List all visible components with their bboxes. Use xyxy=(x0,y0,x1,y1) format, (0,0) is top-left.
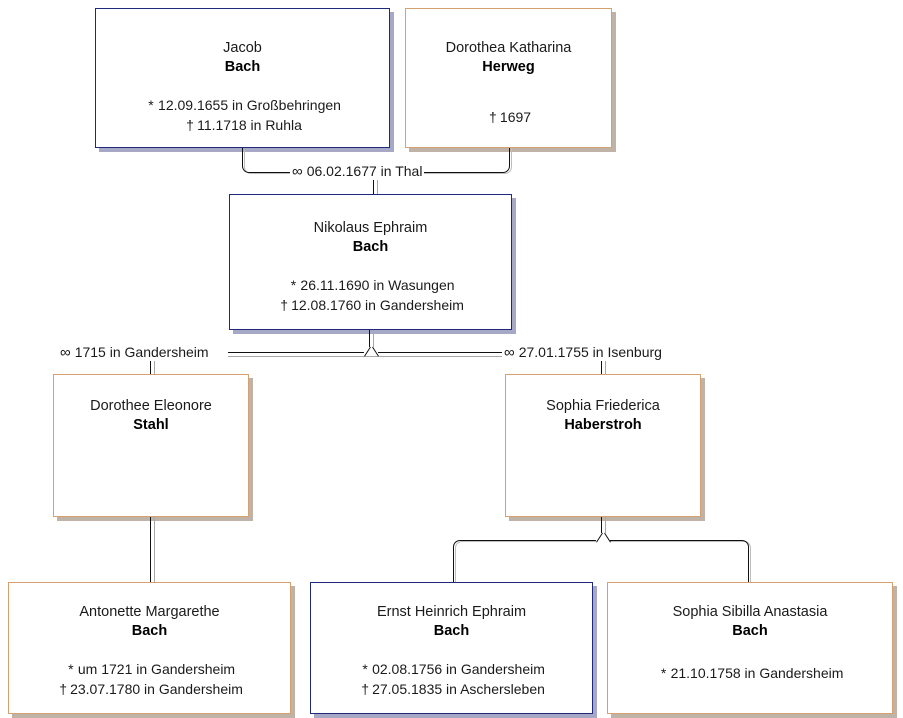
person-name: Jacob Bach xyxy=(96,39,389,77)
surname: Bach xyxy=(224,59,261,75)
spouse-drop-line xyxy=(369,330,374,352)
marriage-icon: ∞ xyxy=(504,344,515,361)
spouse-bar-left xyxy=(228,352,374,357)
birth-icon: * xyxy=(660,665,667,681)
marriage-label-2: ∞1715 in Gandersheim xyxy=(58,344,211,361)
death-icon: † xyxy=(489,109,497,125)
event-text: 27.05.1835 in Aschersleben xyxy=(372,681,545,697)
person-name: Dorothee Eleonore Stahl xyxy=(54,397,248,435)
event-text: 26.11.1690 in Wasungen xyxy=(300,277,455,293)
event-text: 21.10.1758 in Gandersheim xyxy=(670,665,844,681)
event-line: †11.1718 in Ruhla xyxy=(144,115,341,135)
person-events: †1697 xyxy=(486,107,531,127)
given-name: Sophia Friederica xyxy=(546,398,660,414)
marriage-label-1: ∞06.02.1677 in Thal xyxy=(290,163,425,180)
event-text: 11.1718 in Ruhla xyxy=(197,117,302,133)
person-events: *02.08.1756 in Gandersheim †27.05.1835 i… xyxy=(358,659,545,699)
given-name: Dorothea Katharina xyxy=(445,40,572,56)
birth-icon: * xyxy=(290,277,297,293)
surname: Bach xyxy=(352,239,389,255)
marriage-text: 06.02.1677 in Thal xyxy=(306,163,423,179)
person-events: *26.11.1690 in Wasungen †12.08.1760 in G… xyxy=(277,275,464,315)
person-box-antonette-margarethe-bach[interactable]: Antonette Margarethe Bach *um 1721 in Ga… xyxy=(8,582,291,714)
marriage-text: 27.01.1755 in Isenburg xyxy=(518,344,662,360)
marriage-icon: ∞ xyxy=(292,163,303,180)
event-text: 02.08.1756 in Gandersheim xyxy=(372,661,545,677)
person-name: Dorothea Katharina Herweg xyxy=(406,39,611,77)
person-name: Ernst Heinrich Ephraim Bach xyxy=(311,603,592,641)
surname: Bach xyxy=(732,623,768,639)
person-box-dorothea-katharina-herweg[interactable]: Dorothea Katharina Herweg †1697 xyxy=(405,8,612,148)
given-name: Ernst Heinrich Ephraim xyxy=(376,604,527,620)
person-events: *21.10.1758 in Gandersheim xyxy=(657,663,844,683)
event-text: 1697 xyxy=(499,109,532,125)
marriage-text: 1715 in Gandersheim xyxy=(74,344,209,360)
given-name: Jacob xyxy=(223,40,262,56)
junction-marker xyxy=(364,347,378,356)
person-name: Sophia Sibilla Anastasia Bach xyxy=(608,603,892,641)
person-box-jacob-bach[interactable]: Jacob Bach *12.09.1655 in Großbehringen … xyxy=(95,8,390,148)
birth-icon: * xyxy=(362,661,368,677)
birth-icon: * xyxy=(148,97,154,113)
given-name: Dorothee Eleonore xyxy=(90,398,212,414)
event-line: *02.08.1756 in Gandersheim xyxy=(358,659,545,679)
given-name: Antonette Margarethe xyxy=(79,604,220,620)
event-text: um 1721 in Gandersheim xyxy=(77,661,236,677)
person-box-dorothee-eleonore-stahl[interactable]: Dorothee Eleonore Stahl xyxy=(53,374,249,517)
birth-icon: * xyxy=(68,661,74,677)
person-box-nikolaus-ephraim-bach[interactable]: Nikolaus Ephraim Bach *26.11.1690 in Was… xyxy=(229,194,512,330)
person-name: Nikolaus Ephraim Bach xyxy=(230,219,511,257)
surname: Bach xyxy=(433,623,470,639)
person-box-ernst-heinrich-ephraim-bach[interactable]: Ernst Heinrich Ephraim Bach *02.08.1756 … xyxy=(310,582,593,714)
event-line: *um 1721 in Gandersheim xyxy=(56,659,243,679)
child-drop-line xyxy=(601,517,606,542)
child-line xyxy=(150,517,155,582)
marriage-label-3: ∞27.01.1755 in Isenburg xyxy=(502,344,664,361)
surname: Herweg xyxy=(482,59,535,75)
death-icon: † xyxy=(280,297,288,313)
given-name: Sophia Sibilla Anastasia xyxy=(672,604,828,620)
surname: Haberstroh xyxy=(564,417,642,433)
person-box-sophia-friederica-haberstroh[interactable]: Sophia Friederica Haberstroh xyxy=(505,374,701,517)
event-text: 12.09.1655 in Großbehringen xyxy=(158,97,341,113)
event-line: †1697 xyxy=(486,107,531,127)
person-events: *12.09.1655 in Großbehringen †11.1718 in… xyxy=(144,95,341,135)
event-line: *12.09.1655 in Großbehringen xyxy=(144,95,341,115)
marriage-icon: ∞ xyxy=(60,344,71,361)
event-line: *21.10.1758 in Gandersheim xyxy=(657,663,844,683)
given-name: Nikolaus Ephraim xyxy=(313,220,428,236)
person-box-sophia-sibilla-anastasia-bach[interactable]: Sophia Sibilla Anastasia Bach *21.10.175… xyxy=(607,582,893,714)
death-icon: † xyxy=(59,681,67,697)
surname: Stahl xyxy=(133,417,169,433)
junction-marker xyxy=(596,533,610,542)
event-line: *26.11.1690 in Wasungen xyxy=(277,275,464,295)
sibling-bracket xyxy=(453,540,749,583)
surname: Bach xyxy=(131,623,168,639)
death-icon: † xyxy=(361,681,369,697)
descent-line xyxy=(373,172,378,194)
person-events: *um 1721 in Gandersheim †23.07.1780 in G… xyxy=(56,659,243,699)
event-text: 23.07.1780 in Gandersheim xyxy=(70,681,243,697)
event-line: †23.07.1780 in Gandersheim xyxy=(56,679,243,699)
event-line: †12.08.1760 in Gandersheim xyxy=(277,295,464,315)
spouse-link-line xyxy=(601,352,606,374)
death-icon: † xyxy=(186,117,194,133)
person-name: Sophia Friederica Haberstroh xyxy=(506,397,700,435)
person-name: Antonette Margarethe Bach xyxy=(9,603,290,641)
event-text: 12.08.1760 in Gandersheim xyxy=(291,297,464,313)
spouse-bar-right xyxy=(371,352,502,357)
spouse-link-line xyxy=(150,352,155,374)
event-line: †27.05.1835 in Aschersleben xyxy=(358,679,545,699)
